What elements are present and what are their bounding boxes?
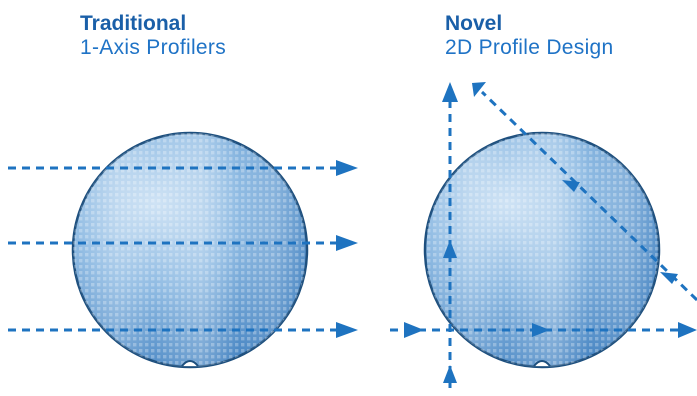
arrowhead-bottom: [336, 322, 358, 338]
traditional-subtitle: 1-Axis Profilers: [80, 36, 226, 60]
right-wafer-icon: [423, 131, 661, 369]
diagonal-arrowhead-mid: [562, 180, 580, 192]
novel-horizontal-arrowhead-left: [404, 322, 424, 338]
novel-title: Novel: [445, 12, 503, 35]
diagonal-arrowhead-top: [472, 82, 486, 97]
vertical-arrowhead-bottom: [443, 365, 457, 383]
diagonal-arrowhead-lower: [660, 272, 678, 284]
novel-heading: Novel 2D Profile Design: [445, 12, 614, 60]
left-wafer-icon: [71, 131, 309, 369]
novel-subtitle: 2D Profile Design: [445, 36, 614, 60]
traditional-title: Traditional: [80, 12, 187, 35]
traditional-heading: Traditional 1-Axis Profilers: [80, 12, 226, 60]
novel-horizontal-arrowhead-mid: [532, 323, 550, 337]
novel-horizontal-arrowhead-right: [678, 322, 697, 338]
arrowhead-top: [336, 160, 358, 176]
vertical-arrowhead-top: [442, 82, 458, 102]
vertical-arrowhead-mid: [443, 240, 457, 258]
diagonal-scan-arrow: [480, 90, 697, 302]
arrowhead-middle: [336, 235, 358, 251]
